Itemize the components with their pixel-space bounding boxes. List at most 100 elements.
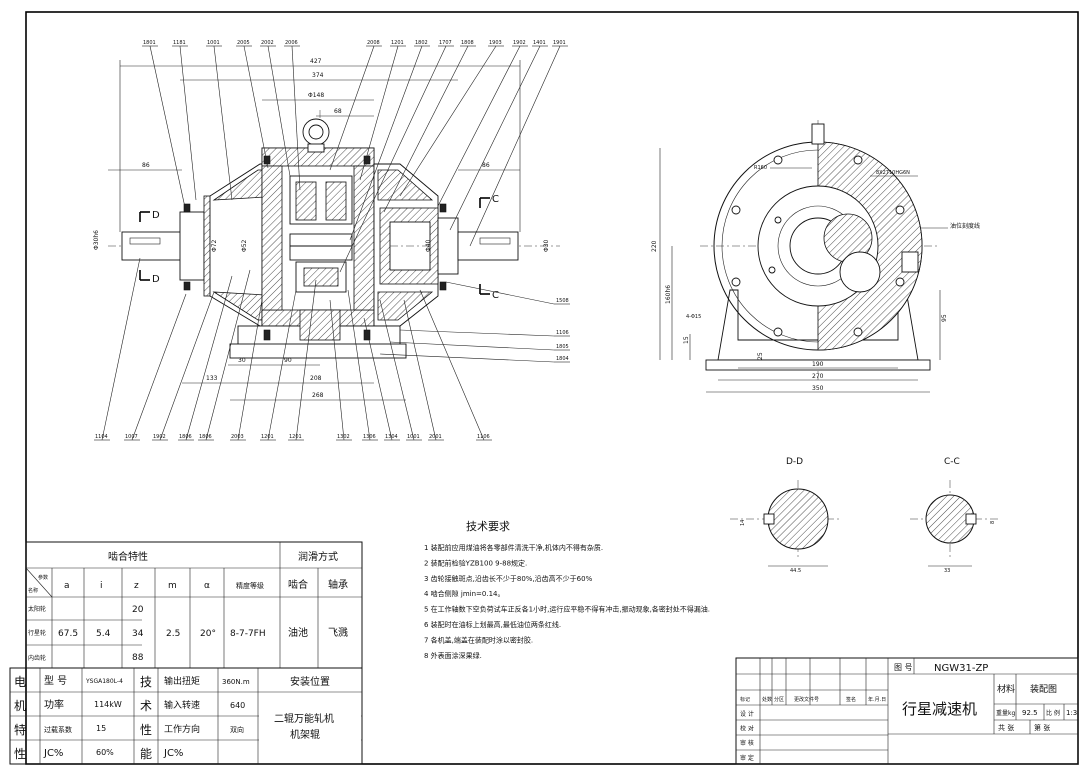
balloon-leader [205, 269, 251, 441]
section-cc-title: C-C [944, 457, 960, 467]
tech-label-jc: JC% [163, 748, 183, 759]
header-z: z [134, 581, 139, 591]
balloon-leader [363, 317, 393, 441]
section-dd-title: D-D [786, 457, 803, 467]
balloon-label: 1806 [199, 434, 212, 440]
lube-header-bearing: 轴承 [328, 578, 348, 591]
balloon-label: 1306 [363, 434, 376, 440]
balloon-leader [159, 291, 215, 441]
balloon-leader [359, 45, 399, 181]
tech-side-3: 性 [140, 723, 152, 737]
balloon-leader [243, 45, 269, 169]
header-alpha: α [204, 581, 210, 591]
weight-value: 92.5 [1022, 709, 1038, 717]
balloon-label: 2001 [429, 434, 442, 440]
tech-label-direction: 工作方向 [164, 723, 200, 735]
dim-160h6: 160h6 [665, 285, 672, 304]
dim-86-left: 86 [142, 162, 150, 169]
balloon-leader [449, 45, 541, 231]
balloon-label: 1001 [407, 434, 420, 440]
tech-side-1: 技 [140, 675, 152, 689]
balloon-leader [267, 45, 291, 177]
rev-header: 分区 [774, 696, 784, 703]
scale-label: 比 例 [1046, 709, 1060, 717]
dim-220: 220 [651, 240, 658, 252]
value-z-sun: 20 [132, 605, 144, 615]
dim-86-right: 86 [482, 162, 490, 169]
rev-header: 标记 [740, 696, 750, 703]
value-lube-bearing: 飞溅 [328, 626, 348, 639]
dim-268: 268 [312, 392, 324, 399]
dim-68: 68 [334, 108, 342, 115]
main-section-view: D D C C 427 374 Φ148 68 86 86 Φ30h6 Φ30 … [93, 40, 570, 441]
material-value: 装配图 [1030, 683, 1057, 695]
dim-208: 208 [310, 375, 322, 382]
tech-value-torque: 360N.m [222, 678, 250, 686]
dim-95: 95 [941, 314, 948, 322]
tech-requirement-item: 3 齿轮接触斑点,沿齿长不少于80%,沿齿高不少于60% [424, 574, 593, 583]
balloon-leader [185, 275, 233, 441]
install-value-2: 机架辊 [290, 728, 320, 741]
rev-header: 更改文件号 [794, 696, 819, 703]
rev-header: 处数 [762, 696, 772, 703]
balloon-leader [445, 281, 555, 305]
balloon-leader [237, 299, 263, 441]
motor-side-3: 特 [14, 722, 26, 737]
balloon-label: 2002 [261, 40, 274, 46]
balloon-label: 1201 [261, 434, 274, 440]
tech-label-torque: 输出扭矩 [164, 675, 200, 687]
section-cc-dim-key: 8 [990, 521, 996, 524]
tech-requirement-item: 6 装配时在油标上划最高,最低油位两条红线. [424, 620, 561, 629]
balloon-label: 1804 [556, 356, 569, 362]
balloon-label: 2006 [285, 40, 298, 46]
tech-requirement-item: 7 各机盖,端盖在装配时涂以密封胶. [424, 635, 533, 644]
dim-phi52: Φ52 [241, 239, 248, 252]
motor-label-jc: JC% [43, 748, 63, 759]
balloon-leader [149, 45, 187, 213]
section-mark-c-bottom: C [492, 290, 499, 301]
balloon-label: 1508 [556, 298, 569, 304]
balloon-label: 1181 [173, 40, 186, 46]
dim-30: 30 [238, 357, 246, 364]
section-mark-d-bottom: D [152, 274, 160, 285]
section-dd-dim-key: 14 [740, 520, 746, 526]
tech-side-4: 能 [140, 747, 152, 761]
signoff-row-label: 设 计 [740, 710, 754, 718]
rev-header: 签名 [846, 696, 856, 703]
motor-side-4: 性 [14, 747, 26, 761]
motor-side-1: 电 [14, 675, 26, 689]
section-cc-dim-width: 33 [944, 568, 950, 574]
value-lube-mesh: 油池 [288, 626, 308, 639]
dim-phi30: Φ30 [543, 239, 550, 252]
drawing-name: 行星减速机 [902, 700, 977, 718]
balloon-leader [399, 329, 555, 337]
dim-270: 270 [812, 373, 824, 380]
balloon-leader [329, 299, 345, 441]
motor-value-overload: 15 [96, 724, 106, 733]
balloon-label: 1201 [289, 434, 302, 440]
motor-label-power: 功率 [44, 698, 64, 711]
value-a: 67.5 [58, 629, 78, 639]
dim-427: 427 [310, 58, 322, 65]
title-block: 图 号 NGW31-ZP 行星减速机 材料 装配图 重量kg 92.5 比 例 … [735, 657, 1079, 765]
value-grade: 8-7-7FH [230, 629, 266, 639]
balloon-label: 1808 [461, 40, 474, 46]
install-value-1: 二辊万能轧机 [274, 712, 334, 725]
balloon-label: 1302 [337, 434, 350, 440]
balloon-leader [213, 45, 233, 201]
header-a: a [64, 581, 70, 591]
balloon-label: 1801 [143, 40, 156, 46]
drawing-no: NGW31-ZP [934, 663, 988, 674]
balloon-label: 1802 [415, 40, 428, 46]
tech-requirement-item: 2 装配前检验YZB100 9-88规定. [424, 558, 527, 567]
balloon-leader [419, 289, 485, 441]
balloon-label: 1902 [153, 434, 166, 440]
balloon-leader [347, 289, 371, 441]
dim-190: 190 [812, 361, 824, 368]
dim-15: 15 [683, 336, 690, 344]
balloon-leader [349, 45, 423, 241]
dim-4-phi15: 4-Φ15 [686, 314, 701, 320]
